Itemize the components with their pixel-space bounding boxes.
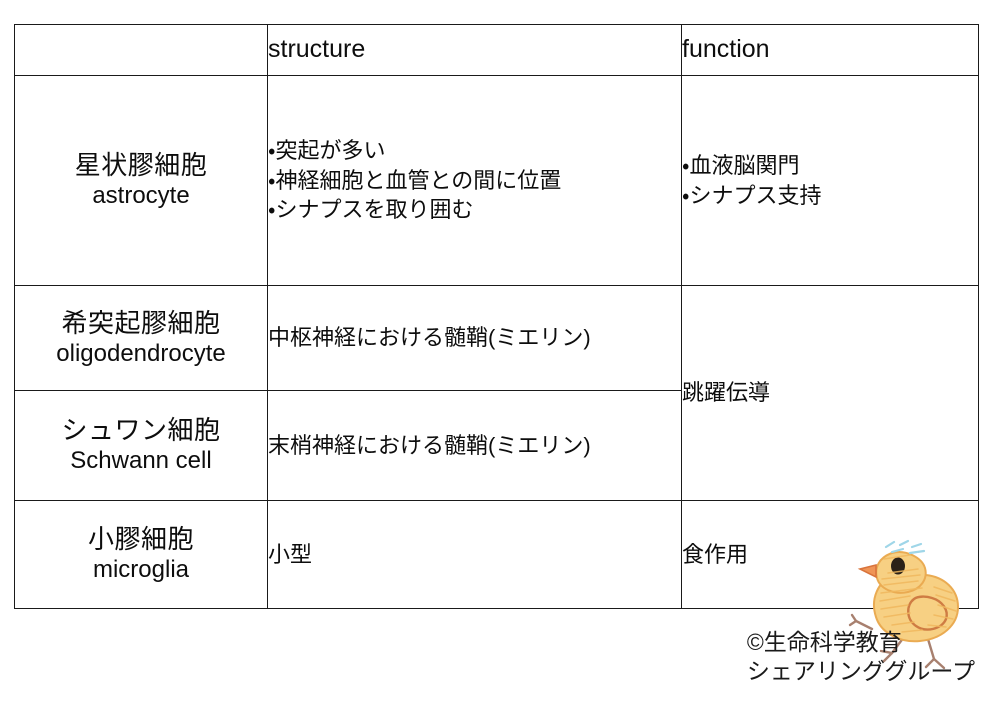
name-jp-astrocyte: 星状膠細胞	[74, 150, 208, 181]
list-item: ・シナプスを取り囲む	[268, 197, 474, 223]
name-en-schwann-cell: Schwann cell	[70, 447, 212, 475]
name-en-astrocyte: astrocyte	[92, 182, 190, 210]
list-item: ・シナプス支持	[682, 182, 822, 208]
name-jp-oligodendrocyte: 希突起膠細胞	[61, 307, 221, 338]
header-cell-function: function	[681, 24, 979, 76]
table-header-row: structure function	[14, 24, 979, 76]
credit-line-1: ©生命科学教育	[746, 629, 902, 655]
name-jp-microglia: 小膠細胞	[87, 524, 194, 555]
table-row-oligodendrocyte: 希突起膠細胞 oligodendrocyte 中枢神経における髄鞘(ミエリン) …	[14, 285, 979, 501]
cell-function-myelin-merged: 跳躍伝導	[681, 285, 979, 501]
cell-structure-schwann-cell: 末梢神経における髄鞘(ミエリン)	[267, 390, 682, 501]
credit-line-2: シェアリンググループ	[746, 657, 975, 684]
cell-name-oligodendrocyte: 希突起膠細胞 oligodendrocyte	[14, 285, 268, 391]
cell-name-astrocyte: 星状膠細胞 astrocyte	[14, 75, 268, 286]
list-item: ・突起が多い	[268, 137, 386, 163]
name-en-microglia: microglia	[92, 556, 190, 584]
header-cell-blank	[14, 24, 268, 76]
cell-function-microglia: 食作用	[681, 500, 979, 609]
table-row-astrocyte: 星状膠細胞 astrocyte ・突起が多い ・神経細胞と血管との間に位置 ・シ…	[14, 75, 979, 286]
bullet-list-function-astrocyte: ・血液脳関門 ・シナプス支持	[682, 151, 978, 210]
table-row-schwann-cell: シュワン細胞 Schwann cell 末梢神経における髄鞘(ミエリン)	[14, 390, 979, 501]
name-en-oligodendrocyte: oligodendrocyte	[56, 339, 226, 367]
cell-name-microglia: 小膠細胞 microglia	[14, 500, 268, 609]
name-jp-schwann-cell: シュワン細胞	[61, 415, 221, 446]
list-item: ・神経細胞と血管との間に位置	[268, 167, 562, 193]
cell-structure-astrocyte: ・突起が多い ・神経細胞と血管との間に位置 ・シナプスを取り囲む	[267, 75, 682, 286]
header-cell-structure: structure	[267, 24, 682, 76]
bullet-list-structure-astrocyte: ・突起が多い ・神経細胞と血管との間に位置 ・シナプスを取り囲む	[268, 136, 681, 225]
cell-structure-microglia: 小型	[267, 500, 682, 609]
cell-name-schwann-cell: シュワン細胞 Schwann cell	[14, 390, 268, 501]
cell-structure-oligodendrocyte: 中枢神経における髄鞘(ミエリン)	[267, 285, 682, 391]
cell-function-astrocyte: ・血液脳関門 ・シナプス支持	[681, 75, 979, 286]
credit-block: ©生命科学教育 シェアリンググループ	[747, 628, 975, 686]
glial-cells-table: structure function 星状膠細胞 astrocyte ・突起が多…	[14, 24, 979, 609]
list-item: ・血液脳関門	[682, 152, 800, 178]
table-row-microglia: 小膠細胞 microglia 小型 食作用	[14, 500, 979, 609]
